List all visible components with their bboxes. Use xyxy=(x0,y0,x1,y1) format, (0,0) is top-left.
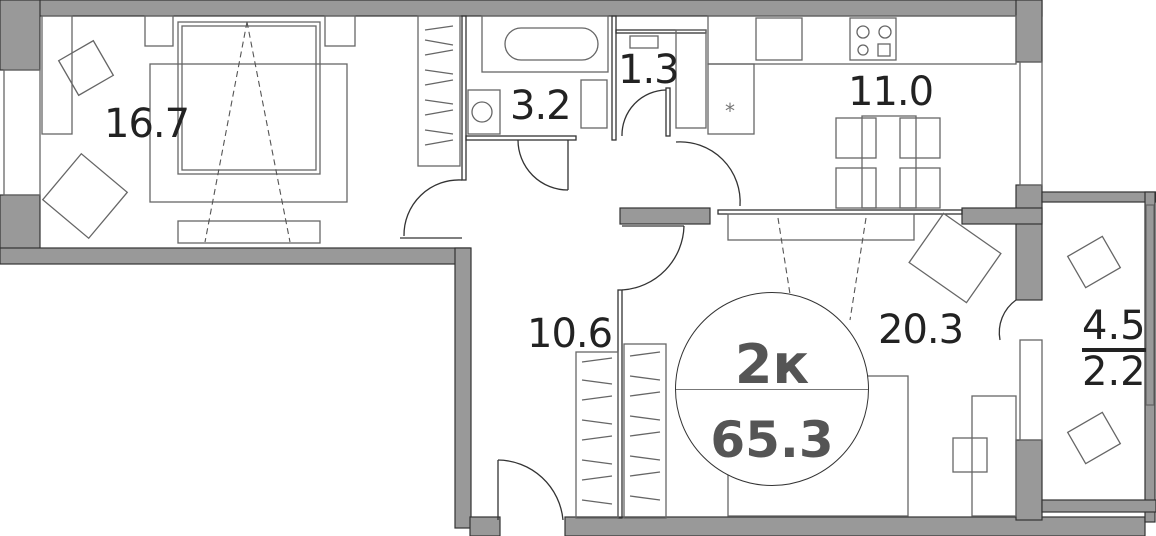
room-area-toilet: 1.3 xyxy=(618,47,680,93)
bathroom-fixtures xyxy=(467,15,609,191)
svg-text:*: * xyxy=(725,99,735,123)
hallway-furniture xyxy=(497,343,667,521)
windows xyxy=(3,61,1155,441)
kitchen-furniture: * xyxy=(707,15,1017,209)
badge-divider xyxy=(676,389,868,390)
room-area-kitchen: 11.0 xyxy=(848,69,934,115)
room-area-bathroom: 3.2 xyxy=(510,83,572,129)
balcony-area-label: 4.5 2.2 xyxy=(1082,306,1146,392)
fraction-bar xyxy=(1082,348,1146,352)
balcony-furniture xyxy=(1066,235,1122,465)
room-area-living-room: 20.3 xyxy=(878,307,964,353)
balcony-reduced-area: 2.2 xyxy=(1082,349,1146,395)
total-area: 65.3 xyxy=(710,411,834,469)
apartment-summary-badge: 2к 65.3 xyxy=(675,292,869,486)
room-area-bedroom: 16.7 xyxy=(104,101,190,147)
bedroom-furniture xyxy=(41,15,463,244)
balcony-area: 4.5 xyxy=(1082,303,1146,349)
room-area-hallway: 10.6 xyxy=(527,311,613,357)
room-count: 2к xyxy=(734,333,810,396)
toilet-fixtures xyxy=(621,29,741,207)
